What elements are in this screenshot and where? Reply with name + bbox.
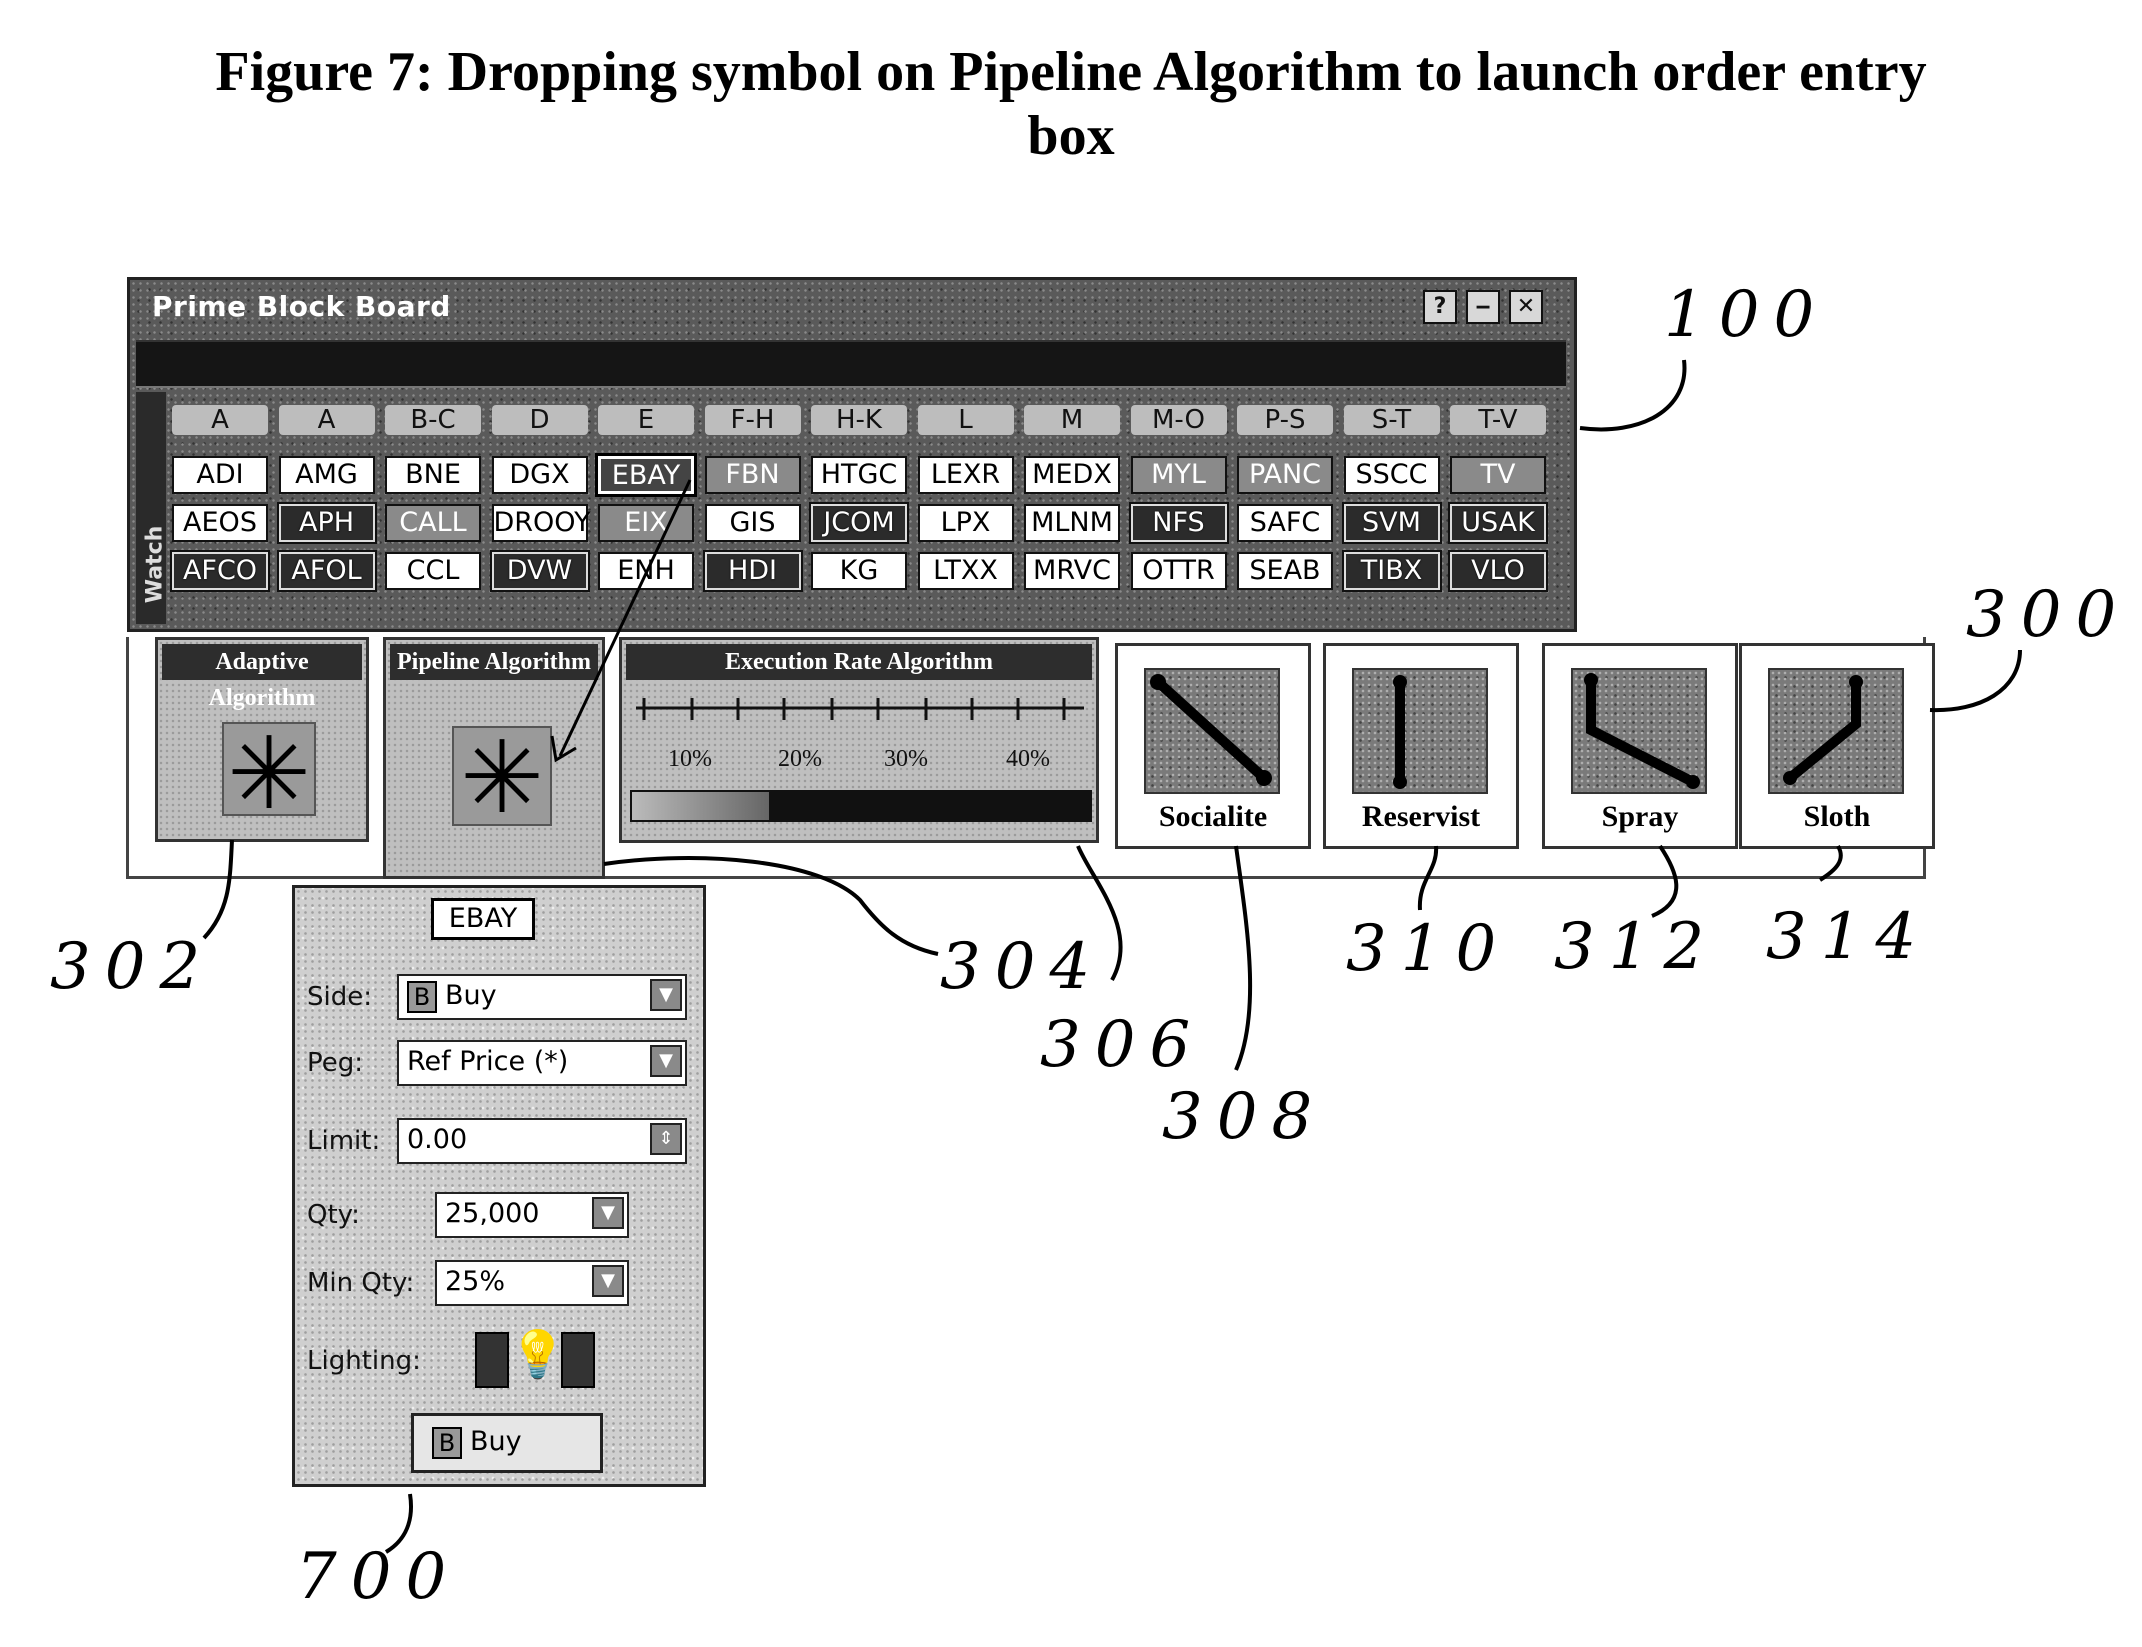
callout-304: 304 [940, 930, 1104, 1004]
callout-302: 302 [50, 930, 214, 1004]
callout-100: 100 [1664, 278, 1828, 352]
callout-312: 312 [1554, 910, 1718, 984]
callout-700: 700 [296, 1540, 460, 1614]
callout-306: 306 [1040, 1008, 1204, 1082]
callout-314: 314 [1766, 900, 1930, 974]
callout-310: 310 [1346, 912, 1510, 986]
callout-300: 300 [1966, 578, 2130, 652]
callout-308: 308 [1162, 1080, 1326, 1154]
